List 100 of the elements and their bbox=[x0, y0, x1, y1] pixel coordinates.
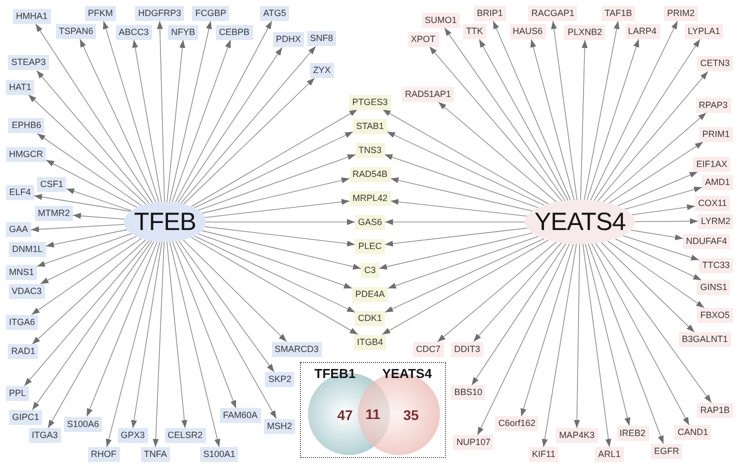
gene-box: TTK bbox=[463, 24, 486, 40]
arrow bbox=[40, 236, 137, 284]
arrow bbox=[530, 38, 575, 200]
arrow bbox=[190, 109, 358, 207]
arrow bbox=[178, 240, 274, 372]
arrow bbox=[102, 20, 160, 203]
gene-box: SKP2 bbox=[265, 372, 294, 388]
arrow bbox=[586, 38, 640, 201]
gene-box: S100A1 bbox=[200, 447, 238, 462]
set-count: 47 bbox=[337, 407, 353, 423]
gene-box: RPAP3 bbox=[696, 98, 731, 113]
gene-box: PLEC bbox=[355, 238, 385, 254]
gene-box: TSPAN6 bbox=[56, 24, 96, 40]
arrow bbox=[384, 154, 539, 208]
arrow bbox=[591, 243, 690, 426]
set-label: YEATS4 bbox=[382, 366, 432, 382]
gene-box: SNF8 bbox=[307, 31, 336, 46]
set-label: TFEB1 bbox=[314, 366, 356, 382]
arrow bbox=[477, 243, 570, 436]
gene-box: RAD54B bbox=[350, 166, 390, 182]
gene-box: ITGA3 bbox=[28, 428, 61, 443]
gene-box: FBXO5 bbox=[697, 308, 733, 323]
hub-ellipse: TFEB bbox=[124, 202, 206, 242]
arrow bbox=[378, 232, 533, 270]
gene-box: PRIM1 bbox=[699, 126, 733, 142]
arrow bbox=[36, 70, 150, 204]
arrow bbox=[632, 204, 696, 216]
arrow bbox=[131, 242, 162, 429]
arrow bbox=[172, 241, 236, 409]
gene-box: FAM60A bbox=[220, 408, 261, 424]
arrow bbox=[602, 112, 707, 202]
gene-box: NFYB bbox=[168, 24, 198, 40]
arrow bbox=[66, 188, 132, 211]
gene-box: RAD1 bbox=[8, 344, 38, 360]
gene-box: KIF11 bbox=[529, 447, 558, 462]
gene-box: MNS1 bbox=[6, 264, 37, 280]
arrow bbox=[30, 224, 125, 232]
gene-box: RACGAP1 bbox=[528, 6, 578, 21]
arrow bbox=[36, 133, 142, 206]
gene-box: EIF1AX bbox=[693, 156, 730, 172]
arrow bbox=[551, 20, 578, 200]
gene-box: CAND1 bbox=[674, 425, 712, 440]
gene-box: MTMR2 bbox=[34, 206, 73, 222]
arrow bbox=[478, 39, 568, 201]
gene-box: FCGBP bbox=[192, 6, 230, 21]
arrow bbox=[194, 236, 356, 313]
arrow bbox=[28, 94, 146, 205]
gene-box: HDGFRP3 bbox=[135, 6, 184, 21]
gene-box: PDHX bbox=[272, 32, 304, 48]
gene-box: EGFR bbox=[651, 444, 682, 459]
arrow bbox=[608, 142, 704, 204]
gene-box: DDIT3 bbox=[451, 342, 484, 357]
arrow bbox=[36, 233, 132, 267]
arrow bbox=[156, 20, 165, 202]
arrow bbox=[183, 78, 315, 205]
arrow bbox=[382, 109, 549, 204]
arrow bbox=[437, 242, 557, 342]
venn-set-ellipse bbox=[357, 366, 441, 456]
gene-box: TAF1B bbox=[602, 6, 635, 21]
arrow bbox=[190, 236, 358, 335]
arrow bbox=[429, 46, 562, 202]
arrow bbox=[35, 24, 153, 204]
arrow bbox=[177, 47, 283, 204]
arrow bbox=[202, 177, 350, 214]
arrow bbox=[34, 194, 131, 212]
gene-box: SMARCD3 bbox=[272, 342, 322, 357]
gene-box: C6orf162 bbox=[495, 416, 538, 432]
gene-box: GAA bbox=[6, 222, 31, 238]
gene-box: HAUS6 bbox=[510, 24, 546, 40]
gene-box: ZYX bbox=[310, 63, 334, 78]
gene-box: MSH2 bbox=[264, 418, 295, 434]
gene-box: PPL bbox=[6, 386, 29, 401]
gene-box: PDE4A bbox=[352, 286, 388, 302]
arrow bbox=[582, 244, 612, 448]
arrow bbox=[634, 218, 698, 224]
gene-box: DNM1L bbox=[8, 242, 46, 257]
arrow bbox=[152, 242, 164, 448]
gene-box: ITGA6 bbox=[6, 314, 38, 330]
arrow bbox=[80, 38, 156, 203]
arrow bbox=[624, 186, 702, 210]
arrow bbox=[390, 177, 533, 212]
arrow bbox=[182, 240, 287, 342]
arrow bbox=[607, 240, 705, 308]
overlap-count: 11 bbox=[366, 406, 380, 422]
gene-box: PFKM bbox=[84, 6, 116, 21]
gene-box: RAP1B bbox=[697, 402, 733, 418]
arrow bbox=[630, 230, 684, 240]
gene-box: LYPLA1 bbox=[684, 24, 723, 40]
gene-box: LYRM2 bbox=[698, 214, 733, 229]
set-count: 35 bbox=[403, 407, 419, 423]
gene-box: CEBPB bbox=[216, 24, 253, 40]
gene-box: SUMO1 bbox=[422, 12, 460, 28]
gene-box: GINS1 bbox=[697, 280, 730, 296]
arrow bbox=[31, 238, 142, 315]
arrow bbox=[106, 241, 160, 448]
arrow bbox=[204, 198, 350, 218]
gene-box: STEAP3 bbox=[8, 55, 49, 70]
gene-box: MRPL42 bbox=[350, 190, 390, 206]
arrow bbox=[32, 240, 152, 410]
arrow bbox=[86, 241, 158, 417]
